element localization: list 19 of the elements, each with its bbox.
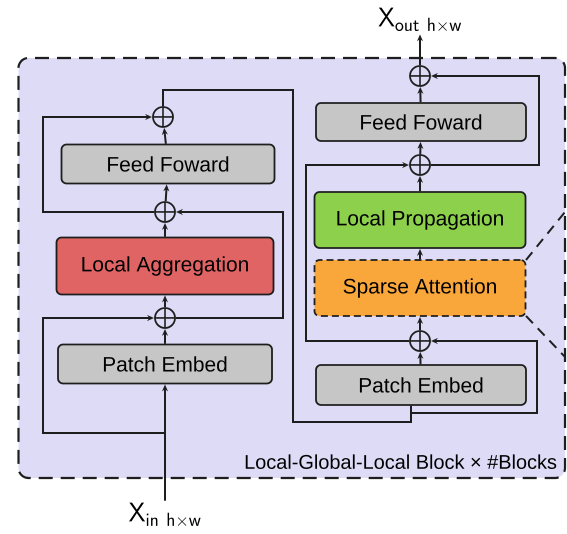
arrow [305, 162, 410, 342]
sum-circle [409, 330, 431, 352]
process-box: Patch Embed [315, 364, 527, 406]
arrow [42, 114, 154, 213]
arrow [42, 314, 166, 501]
process-box: Feed Foward [315, 102, 527, 142]
arrow [162, 88, 538, 423]
sum-circle [409, 65, 431, 87]
sum-circle [409, 154, 431, 176]
input-label: $\mathsf{X}_{\mathsf{in\ h\times w}}$ [129, 502, 201, 526]
process-box: Patch Embed [57, 344, 273, 384]
sum-circle [154, 201, 176, 223]
process-box: Sparse Attention [314, 259, 526, 317]
process-box: Feed Foward [60, 144, 276, 184]
sum-circle [154, 307, 176, 329]
output-label: $\mathsf{X}_{\mathsf{out\ h\times w}}$ [378, 8, 462, 32]
process-box: Local Propagation [314, 191, 526, 249]
sum-circle [152, 106, 174, 128]
process-box: Local Aggregation [56, 236, 274, 296]
